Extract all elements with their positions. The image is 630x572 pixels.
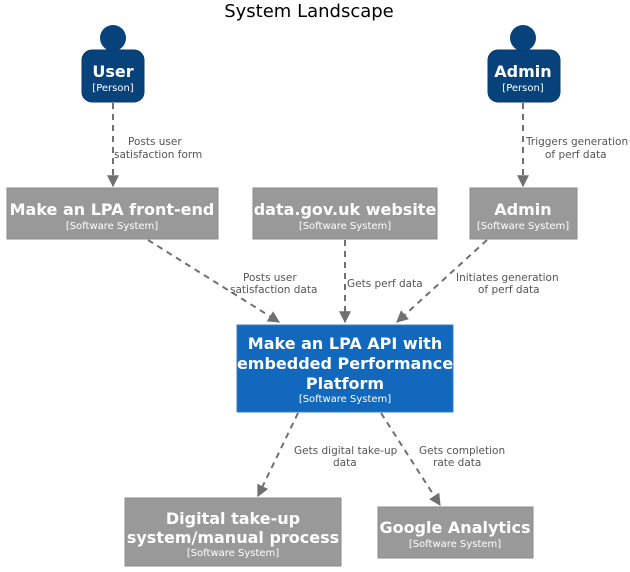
edge-label: data (333, 457, 357, 469)
system-admin-type: [Software System] (477, 221, 569, 232)
person-user-name: User (92, 62, 133, 81)
edge-label: Gets digital take-up (294, 445, 398, 457)
edge-api-to-digital: Gets digital take-up data (257, 412, 398, 498)
system-datagov[interactable]: data.gov.uk website [Software System] (252, 187, 438, 240)
system-google-analytics-box (377, 506, 534, 559)
system-lpa-api-name-line-3: Platform (306, 374, 384, 393)
person-head-icon (510, 25, 536, 51)
edge-label: of perf data (545, 149, 607, 161)
diagram-title: System Landscape (224, 1, 394, 22)
edge-line (257, 412, 299, 498)
edge-datagov-to-api: Gets perf data (339, 240, 423, 324)
edge-user-to-frontend: Posts user satisfaction form (107, 103, 202, 188)
person-admin-name: Admin (494, 62, 551, 81)
edge-label: satisfaction form (114, 149, 202, 161)
system-lpa-frontend[interactable]: Make an LPA front-end [Software System] (6, 187, 219, 240)
person-admin[interactable]: Admin [Person] (487, 25, 561, 103)
system-digital-takeup[interactable]: Digital take-up system/manual process [S… (124, 497, 342, 567)
system-lpa-api-box (236, 324, 454, 413)
system-lpa-api-name-line-1: Make an LPA API with (248, 334, 442, 353)
edge-line (380, 412, 441, 507)
person-user-body (81, 49, 145, 103)
edge-api-to-analytics: Gets completion rate data (380, 412, 505, 507)
edge-label: Gets completion (419, 445, 505, 457)
system-admin-box (469, 187, 578, 240)
system-admin[interactable]: Admin [Software System] (469, 187, 578, 240)
edge-label: Initiates generation (456, 272, 559, 284)
system-lpa-api-name-line-2: embedded Performance (237, 354, 453, 373)
edge-line (396, 239, 488, 323)
edge-label: of perf data (478, 284, 540, 296)
person-head-icon (100, 25, 126, 51)
system-digital-takeup-box (124, 497, 342, 567)
system-lpa-api[interactable]: Make an LPA API with embedded Performanc… (236, 324, 454, 413)
edge-label: Triggers generation (525, 136, 628, 148)
person-admin-body (487, 49, 561, 103)
edge-label: rate data (433, 457, 481, 469)
edge-admin-system-to-api: Initiates generation of perf data (396, 239, 559, 323)
system-datagov-box (252, 187, 438, 240)
edge-label: Gets perf data (347, 278, 423, 290)
system-google-analytics-type: [Software System] (409, 539, 501, 550)
edge-admin-to-admin-system: Triggers generation of perf data (517, 103, 628, 188)
person-user[interactable]: User [Person] (81, 25, 145, 103)
edge-line (147, 239, 281, 323)
edge-label: Posts user (128, 136, 182, 148)
system-datagov-type: [Software System] (299, 221, 391, 232)
system-digital-takeup-name-line-1: Digital take-up (166, 509, 300, 528)
edge-label: satisfaction data (230, 284, 317, 296)
system-lpa-frontend-type: [Software System] (66, 221, 158, 232)
system-google-analytics-name: Google Analytics (379, 518, 530, 537)
system-lpa-api-type: [Software System] (299, 394, 391, 405)
system-google-analytics[interactable]: Google Analytics [Software System] (377, 506, 534, 559)
system-digital-takeup-name-line-2: system/manual process (127, 528, 339, 547)
system-admin-name: Admin (494, 200, 551, 219)
edge-label: Posts user (243, 272, 297, 284)
system-lpa-frontend-box (6, 187, 219, 240)
system-digital-takeup-type: [Software System] (187, 548, 279, 559)
edge-frontend-to-api: Posts user satisfaction data (147, 239, 317, 323)
person-admin-type: [Person] (502, 83, 544, 94)
person-user-type: [Person] (92, 83, 134, 94)
system-lpa-frontend-name: Make an LPA front-end (10, 200, 215, 219)
system-datagov-name: data.gov.uk website (254, 200, 437, 219)
